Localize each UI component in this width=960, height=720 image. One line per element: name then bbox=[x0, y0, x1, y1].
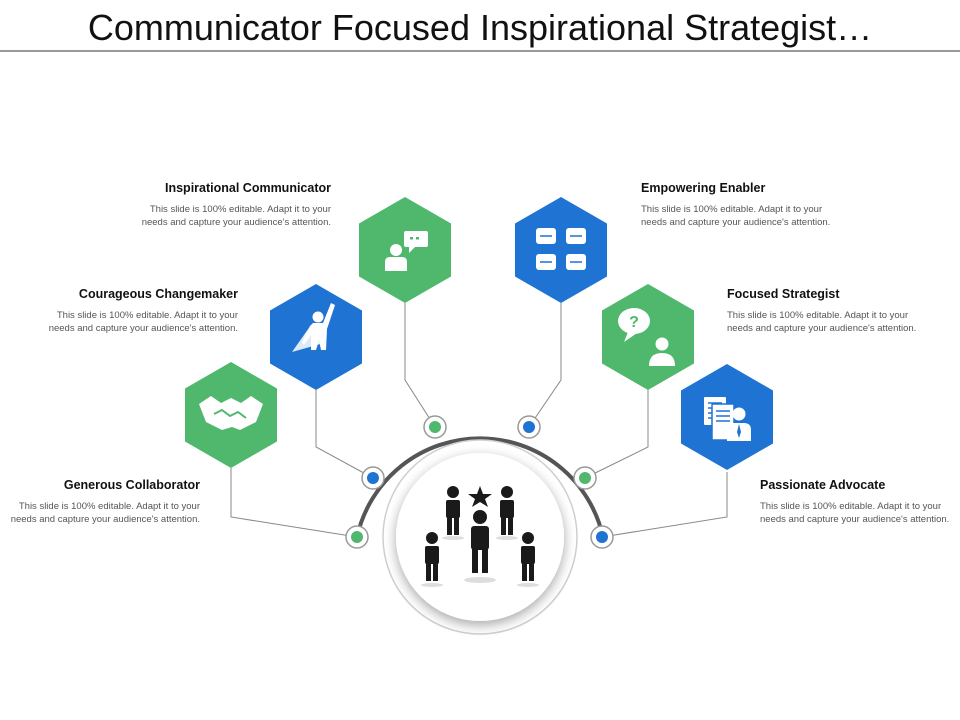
block-generous-collaborator: Generous Collaborator This slide is 100%… bbox=[0, 478, 200, 526]
block-empowering-enabler: Empowering Enabler This slide is 100% ed… bbox=[641, 181, 841, 229]
title-divider bbox=[0, 50, 960, 52]
svg-text:?: ? bbox=[629, 314, 639, 331]
block-passionate-advocate: Passionate Advocate This slide is 100% e… bbox=[760, 478, 960, 526]
block-inspirational-communicator: Inspirational Communicator This slide is… bbox=[131, 181, 331, 229]
heading-empowering-enabler: Empowering Enabler bbox=[641, 181, 766, 195]
question-person-icon: ? bbox=[618, 308, 675, 366]
connector-inspirational-communicator bbox=[404, 303, 436, 428]
dot-generous-collaborator bbox=[345, 525, 369, 549]
hexagon-focused-strategist: ? bbox=[602, 284, 694, 390]
heading-courageous-changemaker: Courageous Changemaker bbox=[78, 287, 238, 301]
body-passionate-advocate: This slide is 100% editable. Adapt it to… bbox=[760, 501, 950, 525]
dot-courageous-changemaker bbox=[361, 466, 385, 490]
heading-passionate-advocate: Passionate Advocate bbox=[760, 478, 886, 492]
heading-generous-collaborator: Generous Collaborator bbox=[63, 478, 200, 492]
fist-bump-icon bbox=[536, 228, 586, 270]
dot-passionate-advocate bbox=[590, 525, 614, 549]
speech-person-icon bbox=[385, 231, 428, 271]
connector-empowering-enabler bbox=[528, 303, 562, 428]
connector-generous-collaborator bbox=[230, 468, 358, 538]
arc-track bbox=[355, 436, 605, 538]
slide-title: Communicator Focused Inspirational Strat… bbox=[87, 7, 873, 48]
dot-focused-strategist bbox=[573, 466, 597, 490]
heading-inspirational-communicator: Inspirational Communicator bbox=[165, 181, 331, 195]
handshake-icon bbox=[199, 396, 263, 430]
superhero-icon bbox=[292, 303, 335, 352]
heading-focused-strategist: Focused Strategist bbox=[727, 287, 840, 301]
block-focused-strategist: Focused Strategist This slide is 100% ed… bbox=[727, 287, 927, 335]
body-generous-collaborator: This slide is 100% editable. Adapt it to… bbox=[10, 501, 200, 525]
hexagon-passionate-advocate bbox=[681, 364, 773, 470]
block-courageous-changemaker: Courageous Changemaker This slide is 100… bbox=[38, 287, 238, 335]
connector-passionate-advocate bbox=[601, 472, 728, 538]
hexagon-courageous-changemaker bbox=[270, 284, 362, 390]
dot-empowering-enabler bbox=[517, 415, 541, 439]
connector-focused-strategist bbox=[584, 370, 649, 479]
hexagon-inspirational-communicator bbox=[359, 197, 451, 303]
connector-courageous-changemaker bbox=[315, 390, 374, 479]
body-courageous-changemaker: This slide is 100% editable. Adapt it to… bbox=[48, 310, 238, 334]
hexagon-generous-collaborator bbox=[185, 362, 277, 468]
group-leader-icon bbox=[421, 486, 539, 587]
body-empowering-enabler: This slide is 100% editable. Adapt it to… bbox=[641, 204, 831, 228]
lawyer-document-icon bbox=[704, 397, 751, 441]
dot-inspirational-communicator bbox=[423, 415, 447, 439]
body-inspirational-communicator: This slide is 100% editable. Adapt it to… bbox=[141, 204, 331, 228]
hexagon-empowering-enabler bbox=[515, 197, 607, 303]
body-focused-strategist: This slide is 100% editable. Adapt it to… bbox=[727, 310, 917, 334]
